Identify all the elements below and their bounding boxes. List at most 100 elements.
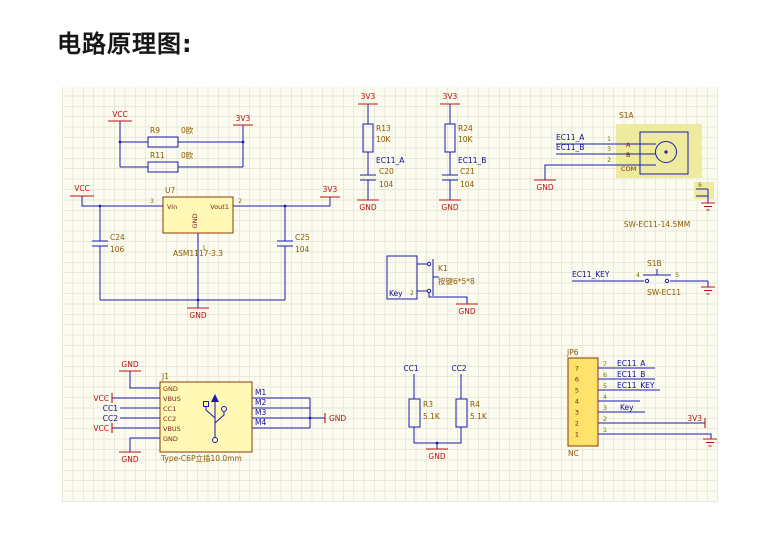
s1a-designator: S1A: [619, 111, 635, 120]
gnd-symbol: [701, 286, 715, 295]
capacitor-c20-body: [360, 174, 376, 181]
jp6-inner-pin7: 7: [575, 365, 579, 373]
gnd-label: GND: [189, 311, 206, 320]
jp6-body: [567, 357, 599, 447]
junction-dot: [308, 416, 312, 420]
encoder-switch-block: EC11_KEY 4 S1B 5 SW-EC11: [572, 259, 715, 297]
junction-dot: [283, 204, 287, 208]
j1-part-number: Type-C6P立插10.0mm: [160, 453, 242, 463]
j1-pin-vbus2: VBUS: [163, 425, 181, 433]
vcc-power-label-lower: VCC: [93, 424, 109, 433]
cc-pulldown-block: CC1 CC2 R3 5.1K R4 5.1K GND: [403, 364, 488, 461]
j1-pin-gnd2: GND: [163, 435, 178, 443]
jp6-inner-pin5: 5: [575, 387, 579, 395]
s1b-actuator: [643, 269, 671, 276]
c20-designator: C20: [379, 167, 394, 176]
pullup-a-block: 3V3 R13 10K EC11_A C20 104 GND: [357, 92, 405, 212]
j1-pin-cc1: CC1: [163, 405, 176, 413]
jp6-pin5-number: 5: [603, 383, 607, 390]
s1b-part-number: SW-EC11: [647, 288, 681, 297]
c25-designator: C25: [295, 233, 310, 242]
3v3-power-label: 3V3: [236, 114, 251, 123]
jp6-wires: [598, 367, 712, 439]
vcc-power-label: VCC: [112, 110, 128, 119]
u7-body: [162, 196, 234, 234]
net-label-ec11-key: EC11_KEY: [572, 270, 610, 279]
jp6-designator: JP6: [566, 348, 579, 357]
vcc-power-label-upper: VCC: [93, 394, 109, 403]
net-label-ec11-b: EC11_B: [556, 143, 584, 152]
gnd-symbol: [701, 202, 715, 211]
jp6-comment-nc: NC: [568, 449, 579, 458]
u7-pin-vout: Vout1: [210, 203, 229, 211]
k1-contact: [426, 261, 432, 267]
net-label-m4: M4: [255, 418, 266, 427]
capacitor-c21-body: [442, 174, 458, 181]
encoder-wires: [544, 143, 709, 203]
net-label-m3: M3: [255, 408, 266, 417]
junction-dot: [435, 441, 439, 445]
k1-pin2-number: 2: [410, 290, 414, 297]
s1b-pin5-number: 5: [675, 272, 679, 279]
u7-pin1-number: 1: [202, 245, 206, 252]
capacitor-c25-body: [277, 240, 293, 247]
junction-dot: [118, 140, 122, 144]
resistor-r9-body: [147, 136, 179, 148]
junction-dot: [241, 140, 245, 144]
s1a-part-number: SW-EC11-14.5MM: [624, 220, 690, 229]
u7-part-number: ASM1117-3.3: [173, 249, 223, 258]
schematic-svg: VCC R9 0欧 R11 0欧 3V3 VCC U7 3 2 1 Vin Vo…: [70, 92, 717, 464]
s1a-pin2-number: 2: [607, 157, 611, 164]
s1b-contact: [644, 278, 650, 284]
k1-comment: 按键6*5*8: [438, 276, 475, 286]
encoder-block: S1A EC11_A EC11_B 1 3 2 A B COM GND 6 SW…: [534, 111, 715, 229]
r4-value: 5.1K: [470, 412, 488, 421]
u7-pin2-number: 2: [238, 198, 242, 205]
capacitor-c24-body: [92, 240, 108, 247]
r13-designator: R13: [376, 124, 391, 133]
net-label-key: Key: [389, 289, 403, 298]
net-label-ec11-b: EC11_B: [458, 156, 486, 165]
selection-highlight: [694, 182, 714, 199]
k1-contact: [426, 288, 432, 294]
u7-pin-vin: Vin: [167, 203, 177, 211]
jp6-inner-pin4: 4: [575, 398, 579, 406]
jp6-pin2-number: 2: [603, 416, 607, 423]
gnd-label: GND: [458, 307, 475, 316]
regulator-block: VCC U7 3 2 1 Vin Vout1 GND ASM1117-3.3 C…: [70, 184, 340, 320]
pullup-b-block: 3V3 R24 10K EC11_B C21 104 GND: [439, 92, 486, 212]
r3-designator: R3: [423, 400, 433, 409]
s1b-contact: [664, 278, 670, 284]
r9-value: 0欧: [181, 125, 194, 135]
net-label-ec11-key: EC11_KEY: [617, 381, 655, 390]
jp6-inner-pin3: 3: [575, 409, 579, 417]
jp6-pin6-number: 6: [603, 372, 607, 379]
jp6-pin1-number: 1: [603, 427, 607, 434]
j1-pin-vbus: VBUS: [163, 395, 181, 403]
s1a-pin-com: COM: [621, 165, 636, 173]
gnd-label: GND: [441, 203, 458, 212]
u7-designator: U7: [165, 186, 175, 195]
jp6-inner-pin2: 2: [575, 420, 579, 428]
3v3-power-label: 3V3: [687, 414, 702, 423]
usb-icon: [203, 394, 227, 443]
k1-actuator: [432, 259, 439, 296]
u7-pin-gnd: GND: [191, 214, 199, 229]
net-label-m1: M1: [255, 388, 266, 397]
net-label-ec11-a: EC11_A: [376, 156, 405, 165]
s1a-rotor-center: [664, 150, 668, 154]
j1-body: [159, 381, 253, 453]
s1b-pin4-number: 4: [636, 272, 640, 279]
s1a-pin1-number: 1: [607, 136, 611, 143]
r4-designator: R4: [470, 400, 480, 409]
r24-value: 10K: [458, 135, 474, 144]
resistor-r13-body: [362, 123, 374, 153]
key-wires: [417, 263, 468, 304]
3v3-power-label: 3V3: [361, 92, 376, 101]
c24-designator: C24: [110, 233, 125, 242]
3v3-power-label: 3V3: [323, 185, 338, 194]
jp6-inner-pin6: 6: [575, 376, 579, 384]
r13-value: 10K: [376, 135, 392, 144]
jp6-pin7-number: 7: [603, 361, 607, 368]
